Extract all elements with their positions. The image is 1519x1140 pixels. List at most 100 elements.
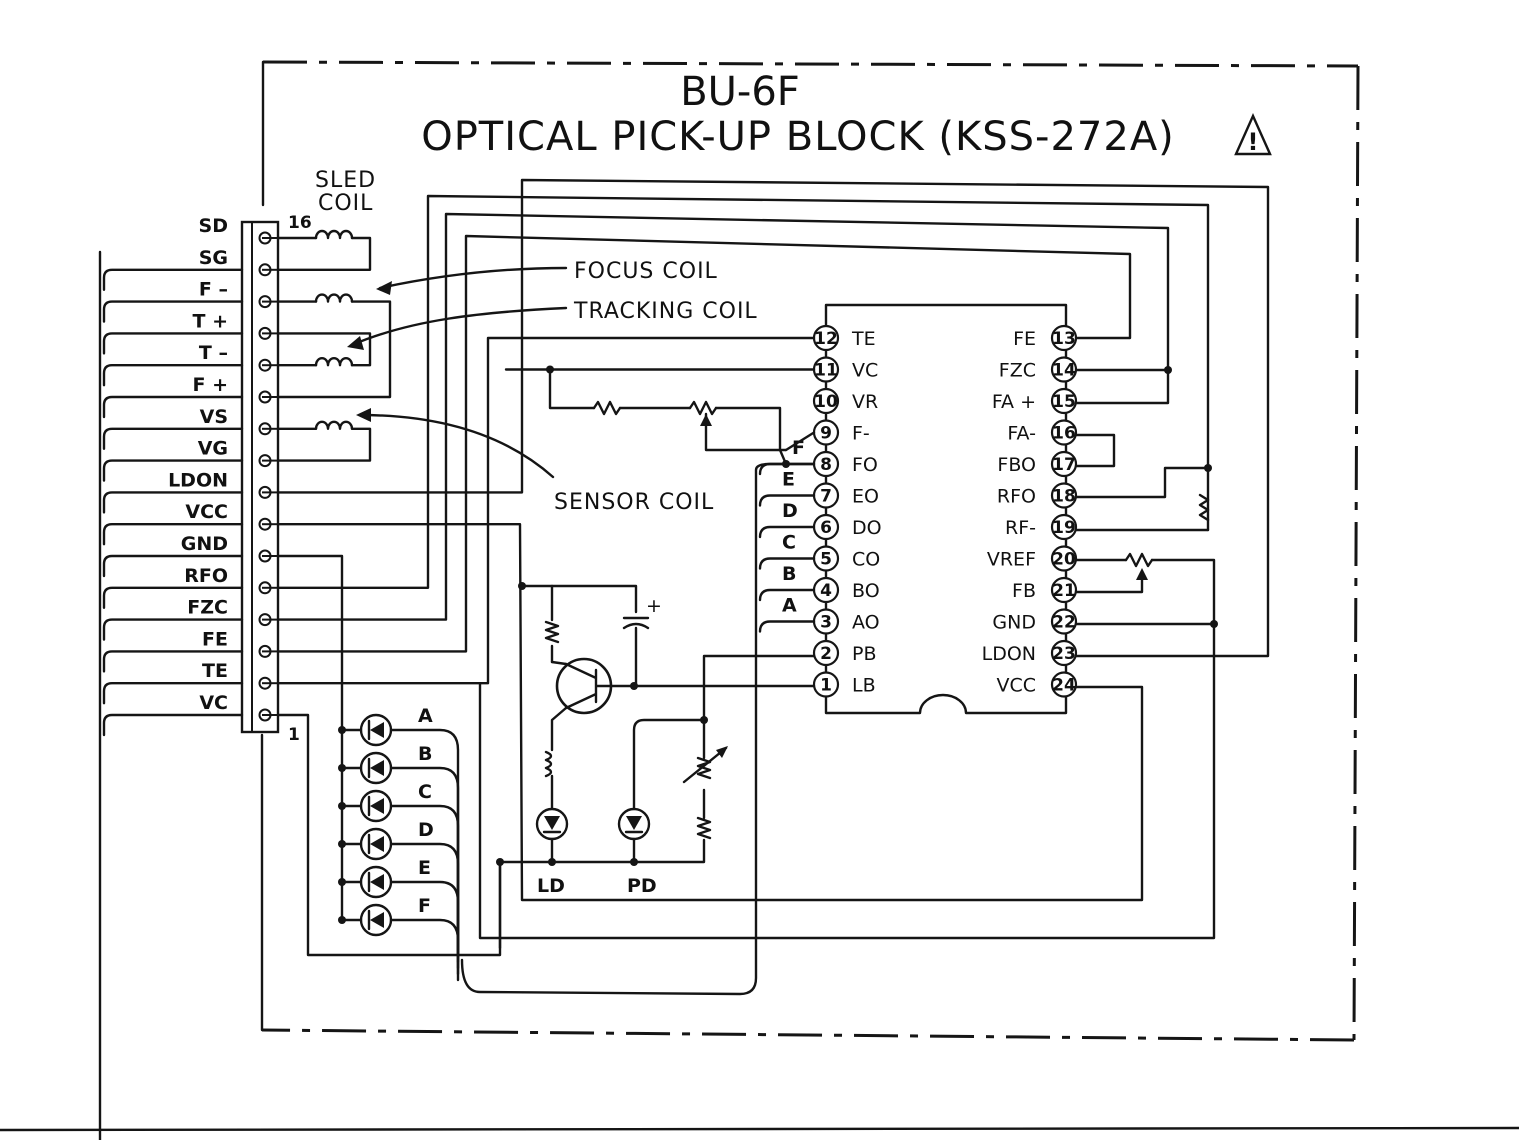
ic-pin-number: 5 [820, 550, 832, 570]
photodiode: D [340, 819, 460, 964]
ic-pin-name: DO [852, 517, 882, 539]
ic-pin-name: FA + [992, 391, 1036, 413]
photodiode: C [340, 781, 460, 970]
ic-pin-name: F- [852, 423, 870, 445]
ic-pin-circle [1050, 576, 1078, 604]
ic-pin-number: 20 [1052, 550, 1076, 570]
connector-pin-16-number: 16 [288, 213, 312, 233]
focus-coil-label: FOCUS COIL [574, 259, 718, 284]
ic-pin-number: 24 [1052, 676, 1076, 696]
ic-pin-name: RF- [1005, 517, 1036, 539]
photodiode: E [340, 857, 460, 958]
ic-pin-number: 10 [814, 392, 838, 412]
ic-pin-name: FBO [997, 454, 1036, 476]
connector-pin-label: VS [200, 406, 228, 428]
connector-pin-label: GND [181, 533, 228, 555]
ic-pin-number: 6 [820, 518, 832, 538]
connector-pin-label: VC [199, 692, 228, 714]
ld-label: LD [537, 875, 565, 897]
ic-pin-number: 8 [820, 455, 832, 475]
ic-pin-name: FB [1012, 580, 1036, 602]
ic-pin-number: 11 [814, 361, 838, 381]
capacitor-plus: + [646, 595, 662, 617]
ic-pin-name: TE [851, 328, 876, 350]
ic-pin-name: FZC [999, 360, 1036, 382]
connector-pin-label: FZC [187, 597, 228, 619]
laser-section [498, 584, 816, 950]
ic-pin-name: PB [852, 643, 877, 665]
ic-pin-name: VC [852, 360, 878, 382]
ic-pin-number: 2 [820, 644, 832, 664]
ic-pin-number: 7 [820, 487, 832, 507]
sensor-coil-label: SENSOR COIL [554, 490, 714, 515]
ic-pin-name: FE [1013, 328, 1036, 350]
photodiode-label: F [418, 895, 431, 917]
ic-pin-name: LDON [982, 643, 1036, 665]
ic-pin-number: 16 [1052, 424, 1076, 444]
ic-pin-number: 23 [1052, 644, 1076, 664]
photodiode-label: B [418, 743, 432, 765]
ic-pin-circle [1050, 608, 1078, 635]
photodiode: F [340, 895, 460, 952]
coil-symbol [314, 420, 354, 430]
wiring [276, 178, 1270, 996]
ic-pin-number: 14 [1052, 361, 1076, 381]
ic-pin-number: 18 [1052, 487, 1076, 507]
connector-pin-label: RFO [184, 565, 228, 587]
ic-input-letter: A [782, 595, 797, 617]
photodiode-label: E [418, 857, 431, 879]
ic-pin-number: 3 [820, 613, 832, 633]
connector-pin-label: SD [199, 215, 228, 237]
ic-pin-name: FA- [1007, 423, 1036, 445]
ic-pin-name: BO [852, 580, 880, 602]
annotation-arrows [347, 266, 568, 479]
ic-pin-name: VCC [996, 675, 1036, 697]
ic-pin-circle [1050, 639, 1078, 667]
sled-coil-label-1: SLED [315, 168, 376, 193]
coil-symbol [314, 293, 354, 303]
warning-icon: ! [1234, 113, 1272, 156]
connector-pin-label: T – [199, 342, 228, 364]
ic-pin-circle [1050, 671, 1078, 698]
ic-body [824, 303, 1068, 715]
ic-pin-name: EO [852, 486, 879, 508]
title-model: BU-6F [680, 69, 800, 115]
ic-input-letter: C [782, 532, 796, 554]
ic-pin-name: VREF [987, 549, 1036, 571]
ic-pin-number: 1 [820, 676, 832, 696]
connector-pin-label: FE [202, 628, 228, 650]
photodiode-label: C [418, 781, 432, 803]
ic-pin-circle [1050, 419, 1078, 446]
connector-pin-label: VG [198, 438, 228, 460]
svg-text:!: ! [1248, 128, 1259, 156]
ic-input-letter: E [782, 469, 795, 491]
sled-coil-label-2: COIL [318, 191, 373, 216]
ic-pin-number: 21 [1052, 581, 1076, 601]
coil-symbol [314, 229, 354, 240]
ic-pin-number: 22 [1052, 613, 1076, 633]
photodiode: A [340, 705, 460, 982]
ic-input-letter: F [792, 437, 805, 459]
tracking-coil-label: TRACKING COIL [573, 299, 758, 324]
ic-pin-number: 13 [1052, 329, 1076, 349]
photodiode: B [340, 743, 460, 976]
connector-pin-label: LDON [168, 469, 228, 491]
ic-pin-number: 17 [1052, 455, 1076, 475]
ic-pin-name: LB [852, 675, 876, 697]
ic-pin-number: 15 [1052, 392, 1076, 412]
connector-pin-label: TE [202, 660, 228, 682]
connector-pin-label: VCC [185, 501, 228, 523]
ic-pin-circle [812, 639, 840, 667]
ic-pin-name: RFO [997, 486, 1036, 508]
connector-pin-label: F + [192, 374, 228, 396]
ic-pin-circle [1050, 387, 1078, 415]
block-border [260, 60, 1360, 1042]
connector-pin-1-number: 1 [288, 725, 300, 745]
bottom-frame-line [0, 1126, 1519, 1132]
ic-pin-circle [1050, 513, 1078, 541]
ic-input-letter: B [782, 563, 796, 585]
